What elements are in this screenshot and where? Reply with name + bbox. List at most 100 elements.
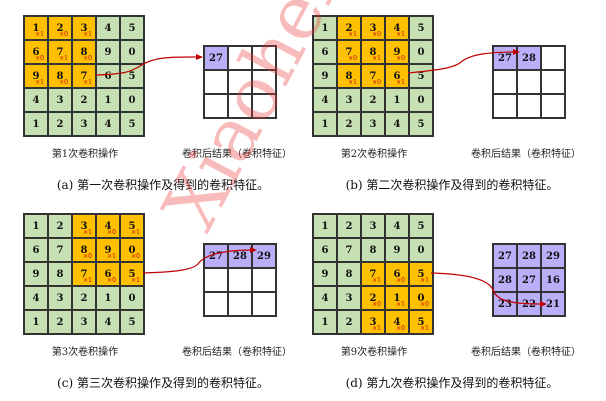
input-cell-in-window: 3×1: [72, 214, 96, 238]
kernel-weight: ×0: [131, 253, 140, 260]
input-cell: 3: [337, 88, 361, 112]
cell-value: 4: [393, 316, 401, 328]
input-cell: 1: [313, 16, 337, 40]
input-cell: 0: [409, 238, 433, 262]
input-cell-in-window: 0×0: [120, 238, 144, 262]
input-cell: 2: [48, 112, 72, 136]
result-cell-empty: [493, 70, 517, 94]
input-cell: 1: [313, 214, 337, 238]
cell-value: 3: [80, 118, 88, 130]
cell-value: 7: [369, 268, 377, 280]
input-cell: 1: [96, 88, 120, 112]
input-cell-in-window: 3×0: [361, 16, 385, 40]
kernel-weight: ×1: [396, 301, 405, 308]
cell-value: 8: [80, 46, 88, 58]
step-label: 第3次卷积操作: [51, 347, 119, 358]
cell-value: 8: [80, 244, 88, 256]
cell-value: 3: [56, 94, 64, 106]
cell-value: 4: [104, 316, 112, 328]
result-cell-empty: [228, 94, 252, 118]
cell-value: 0: [417, 46, 425, 58]
result-cell-filled: 27: [493, 46, 517, 70]
input-cell: 0: [409, 40, 433, 64]
kernel-weight: ×0: [83, 55, 92, 62]
cell-value: 3: [369, 118, 377, 130]
step-label: 第1次卷积操作: [51, 149, 119, 160]
input-cell-in-window: 3×1: [72, 16, 96, 40]
kernel-weight: ×0: [107, 229, 116, 236]
cell-value: 1: [32, 22, 40, 34]
result-cell-empty: [204, 70, 228, 94]
kernel-weight: ×1: [83, 277, 92, 284]
cell-value: 2: [56, 316, 64, 328]
input-cell-in-window: 4×1: [385, 16, 409, 40]
input-cell: 9: [313, 262, 337, 286]
kernel-weight: ×1: [107, 253, 116, 260]
input-cell: 3: [48, 88, 72, 112]
cell-value: 8: [345, 268, 353, 280]
cell-value: 9: [32, 70, 40, 82]
cell-value: 6: [393, 70, 401, 82]
cell-value: 1: [393, 292, 401, 304]
kernel-weight: ×1: [348, 79, 357, 86]
result-cell-filled: 16: [541, 268, 565, 292]
input-cell-in-window: 6×1: [385, 64, 409, 88]
kernel-weight: ×1: [35, 79, 44, 86]
input-cell: 0: [120, 88, 144, 112]
input-cell-in-window: 9×1: [96, 238, 120, 262]
input-cell: 0: [120, 40, 144, 64]
kernel-weight: ×0: [107, 277, 116, 284]
input-cell: 1: [24, 310, 48, 334]
cell-value: 1: [32, 118, 40, 130]
sub-caption: (d) 第九次卷积操作及得到的卷积特征。: [345, 376, 559, 390]
input-cell-in-window: 2×0: [48, 16, 72, 40]
input-cell: 4: [385, 214, 409, 238]
input-cell: 2: [72, 286, 96, 310]
cell-value: 9: [32, 268, 40, 280]
result-cell-empty: [517, 70, 541, 94]
cell-value: 1: [321, 220, 329, 232]
cell-value: 1: [104, 94, 112, 106]
input-cell: 3: [48, 286, 72, 310]
input-cell: 5: [409, 64, 433, 88]
result-cell-filled: 27: [517, 268, 541, 292]
sub-caption: (b) 第二次卷积操作及得到的卷积特征。: [345, 178, 559, 192]
result-cell-empty: [252, 292, 276, 316]
kernel-weight: ×0: [396, 55, 405, 62]
cell-value: 4: [393, 22, 401, 34]
input-cell: 4: [24, 88, 48, 112]
cell-value: 9: [321, 268, 329, 280]
input-cell: 5: [120, 16, 144, 40]
result-cell-empty: [252, 70, 276, 94]
result-cell-empty: [252, 94, 276, 118]
cell-value: 2: [369, 292, 377, 304]
result-cell-empty: [517, 94, 541, 118]
input-cell: 1: [313, 310, 337, 334]
cell-value: 4: [321, 292, 329, 304]
cell-value: 5: [128, 22, 136, 34]
kernel-weight: ×1: [131, 229, 140, 236]
cell-value: 2: [80, 292, 88, 304]
input-cell-in-window: 7×0: [361, 64, 385, 88]
kernel-weight: ×0: [372, 301, 381, 308]
cell-value: 6: [104, 268, 112, 280]
cell-value: 3: [369, 22, 377, 34]
input-cell: 2: [337, 214, 361, 238]
input-cell: 0: [409, 88, 433, 112]
cell-value: 8: [345, 70, 353, 82]
result-cell-filled: 28: [517, 244, 541, 268]
cell-value: 5: [417, 118, 425, 130]
cell-value: 8: [56, 70, 64, 82]
result-cell-empty: [252, 268, 276, 292]
cell-value: 2: [345, 220, 353, 232]
cell-value: 1: [321, 316, 329, 328]
step-label: 第2次卷积操作: [340, 149, 408, 160]
input-cell-in-window: 8×1: [361, 40, 385, 64]
input-cell: 4: [96, 16, 120, 40]
cell-value: 5: [417, 70, 425, 82]
input-cell-in-window: 8×0: [72, 238, 96, 262]
